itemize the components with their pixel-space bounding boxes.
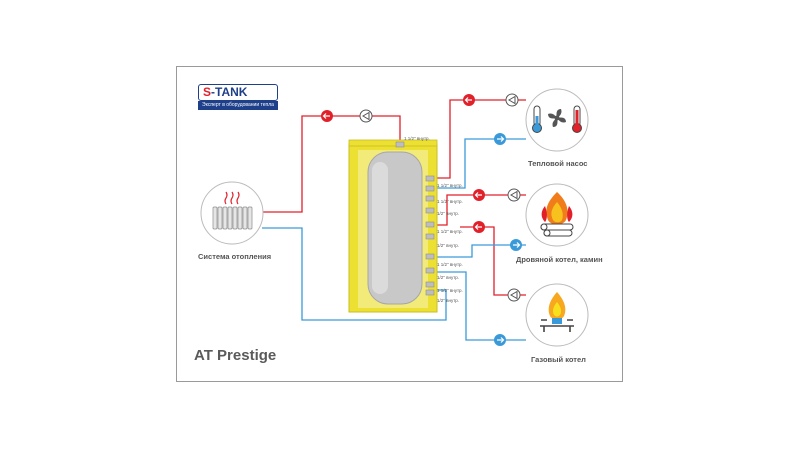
fan-icon — [548, 109, 566, 127]
arrow-left-icon — [463, 94, 475, 106]
label-wood-boiler: Дровяной котел, камин — [516, 255, 603, 264]
tank-ports — [395, 141, 435, 296]
logo-tagline: Эксперт в оборудовании тепла — [198, 101, 278, 110]
gas-burner-icon — [525, 283, 589, 347]
label-heating-system: Система отопления — [198, 252, 272, 261]
pumps — [359, 93, 521, 302]
port-label: 1 1/2" внутр. — [437, 183, 463, 188]
label-gas-boiler: Газовый котел — [531, 355, 586, 364]
pump-icon — [507, 188, 521, 202]
storage-tank — [348, 139, 438, 313]
hot-pipes — [262, 99, 526, 296]
label-heat-pump: Тепловой насос — [528, 159, 588, 168]
port-label: 1 1/2" внутр. — [437, 199, 463, 204]
pump-icon — [359, 109, 373, 123]
logo-wordmark: S-TANK — [198, 84, 278, 101]
cold-flow-markers — [494, 133, 522, 346]
arrow-right-icon — [494, 133, 506, 145]
wood-fire-icon — [525, 183, 589, 247]
product-title: AT Prestige — [194, 347, 277, 364]
port-label: 1 1/2" внутр. — [437, 288, 463, 293]
hot-flow-markers — [321, 94, 485, 233]
pump-icon — [505, 93, 519, 107]
port-label: 1/2" внутр. — [437, 243, 460, 248]
pump-icon — [507, 288, 521, 302]
port-label: 1 1/2" внутр. — [404, 136, 430, 141]
arrow-left-icon — [321, 110, 333, 122]
port-label: 1/2" внутр. — [437, 298, 460, 303]
arrow-right-icon — [494, 334, 506, 346]
port-label: 1/2" внутр. — [437, 211, 460, 216]
port-label: 1/2" внутр. — [437, 275, 460, 280]
arrow-left-icon — [473, 221, 485, 233]
brand-logo: S-TANK Эксперт в оборудовании тепла — [198, 84, 278, 110]
thermometer-cold-icon — [532, 105, 542, 133]
radiator-icon — [200, 181, 264, 245]
thermometer-hot-icon — [572, 105, 582, 133]
port-label: 1 1/2" внутр. — [437, 229, 463, 234]
arrow-left-icon — [473, 189, 485, 201]
heat-pump-icon — [525, 88, 589, 152]
port-label: 1 1/2" внутр. — [437, 262, 463, 267]
arrow-right-icon — [510, 239, 522, 251]
